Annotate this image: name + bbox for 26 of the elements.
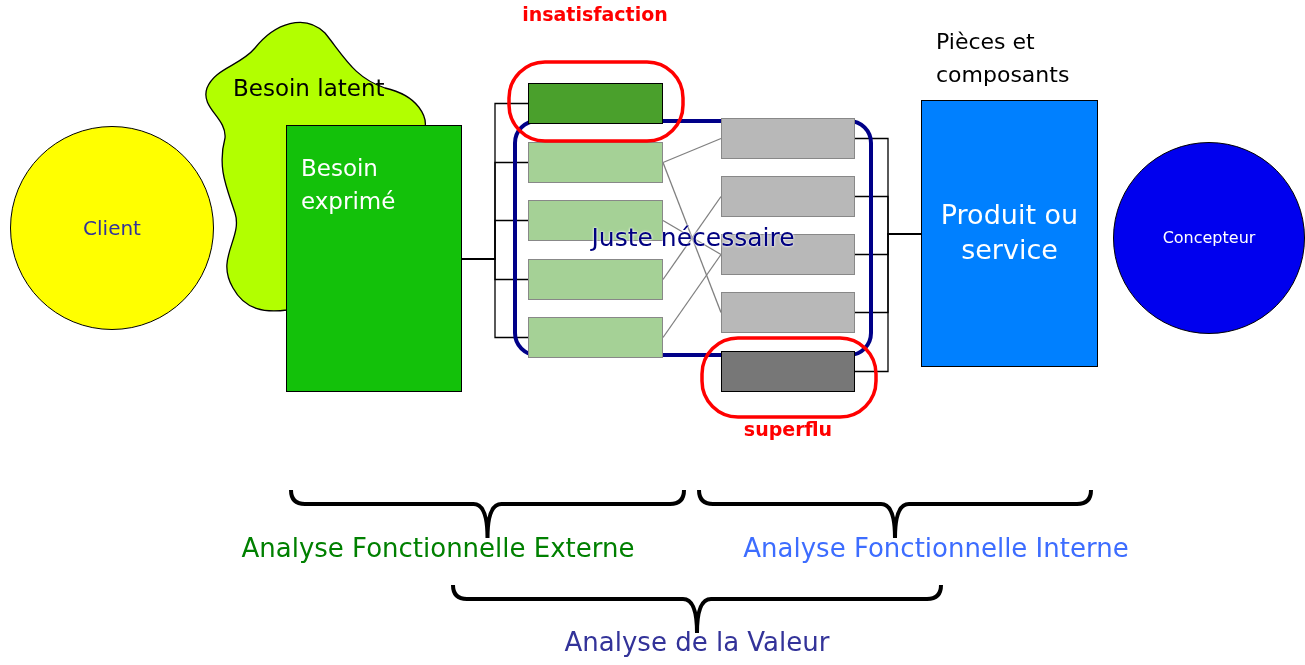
just-necessary-frame [513,119,873,357]
connector-line [662,137,722,164]
callout-label: superflu [742,419,834,441]
box-label: Besoin exprimé [301,154,397,217]
circle-label: Concepteur [1161,228,1257,248]
function-box [528,83,663,124]
blob-label: Besoin latent [233,75,385,102]
expressed-need-box [286,125,462,392]
component-box [721,176,855,217]
frame-label: Juste nécessaire [589,224,796,253]
section-label: Analyse de la Valeur [563,628,831,658]
function-box [528,317,663,358]
connector-line [854,233,922,373]
component-box [721,351,855,392]
component-box [721,292,855,333]
box-caption: Pièces et composants [936,28,1071,89]
box-label: Produit ou service [939,198,1080,268]
connector-line [662,253,722,339]
section-label: Analyse Fonctionnelle Externe [240,534,636,564]
function-box [528,142,663,183]
callout-label: insatisfaction [521,4,669,26]
component-box [721,118,855,159]
section-label: Analyse Fonctionnelle Interne [742,534,1130,564]
function-box [528,259,663,300]
connector-line [461,258,529,339]
circle-label: Client [82,216,142,240]
